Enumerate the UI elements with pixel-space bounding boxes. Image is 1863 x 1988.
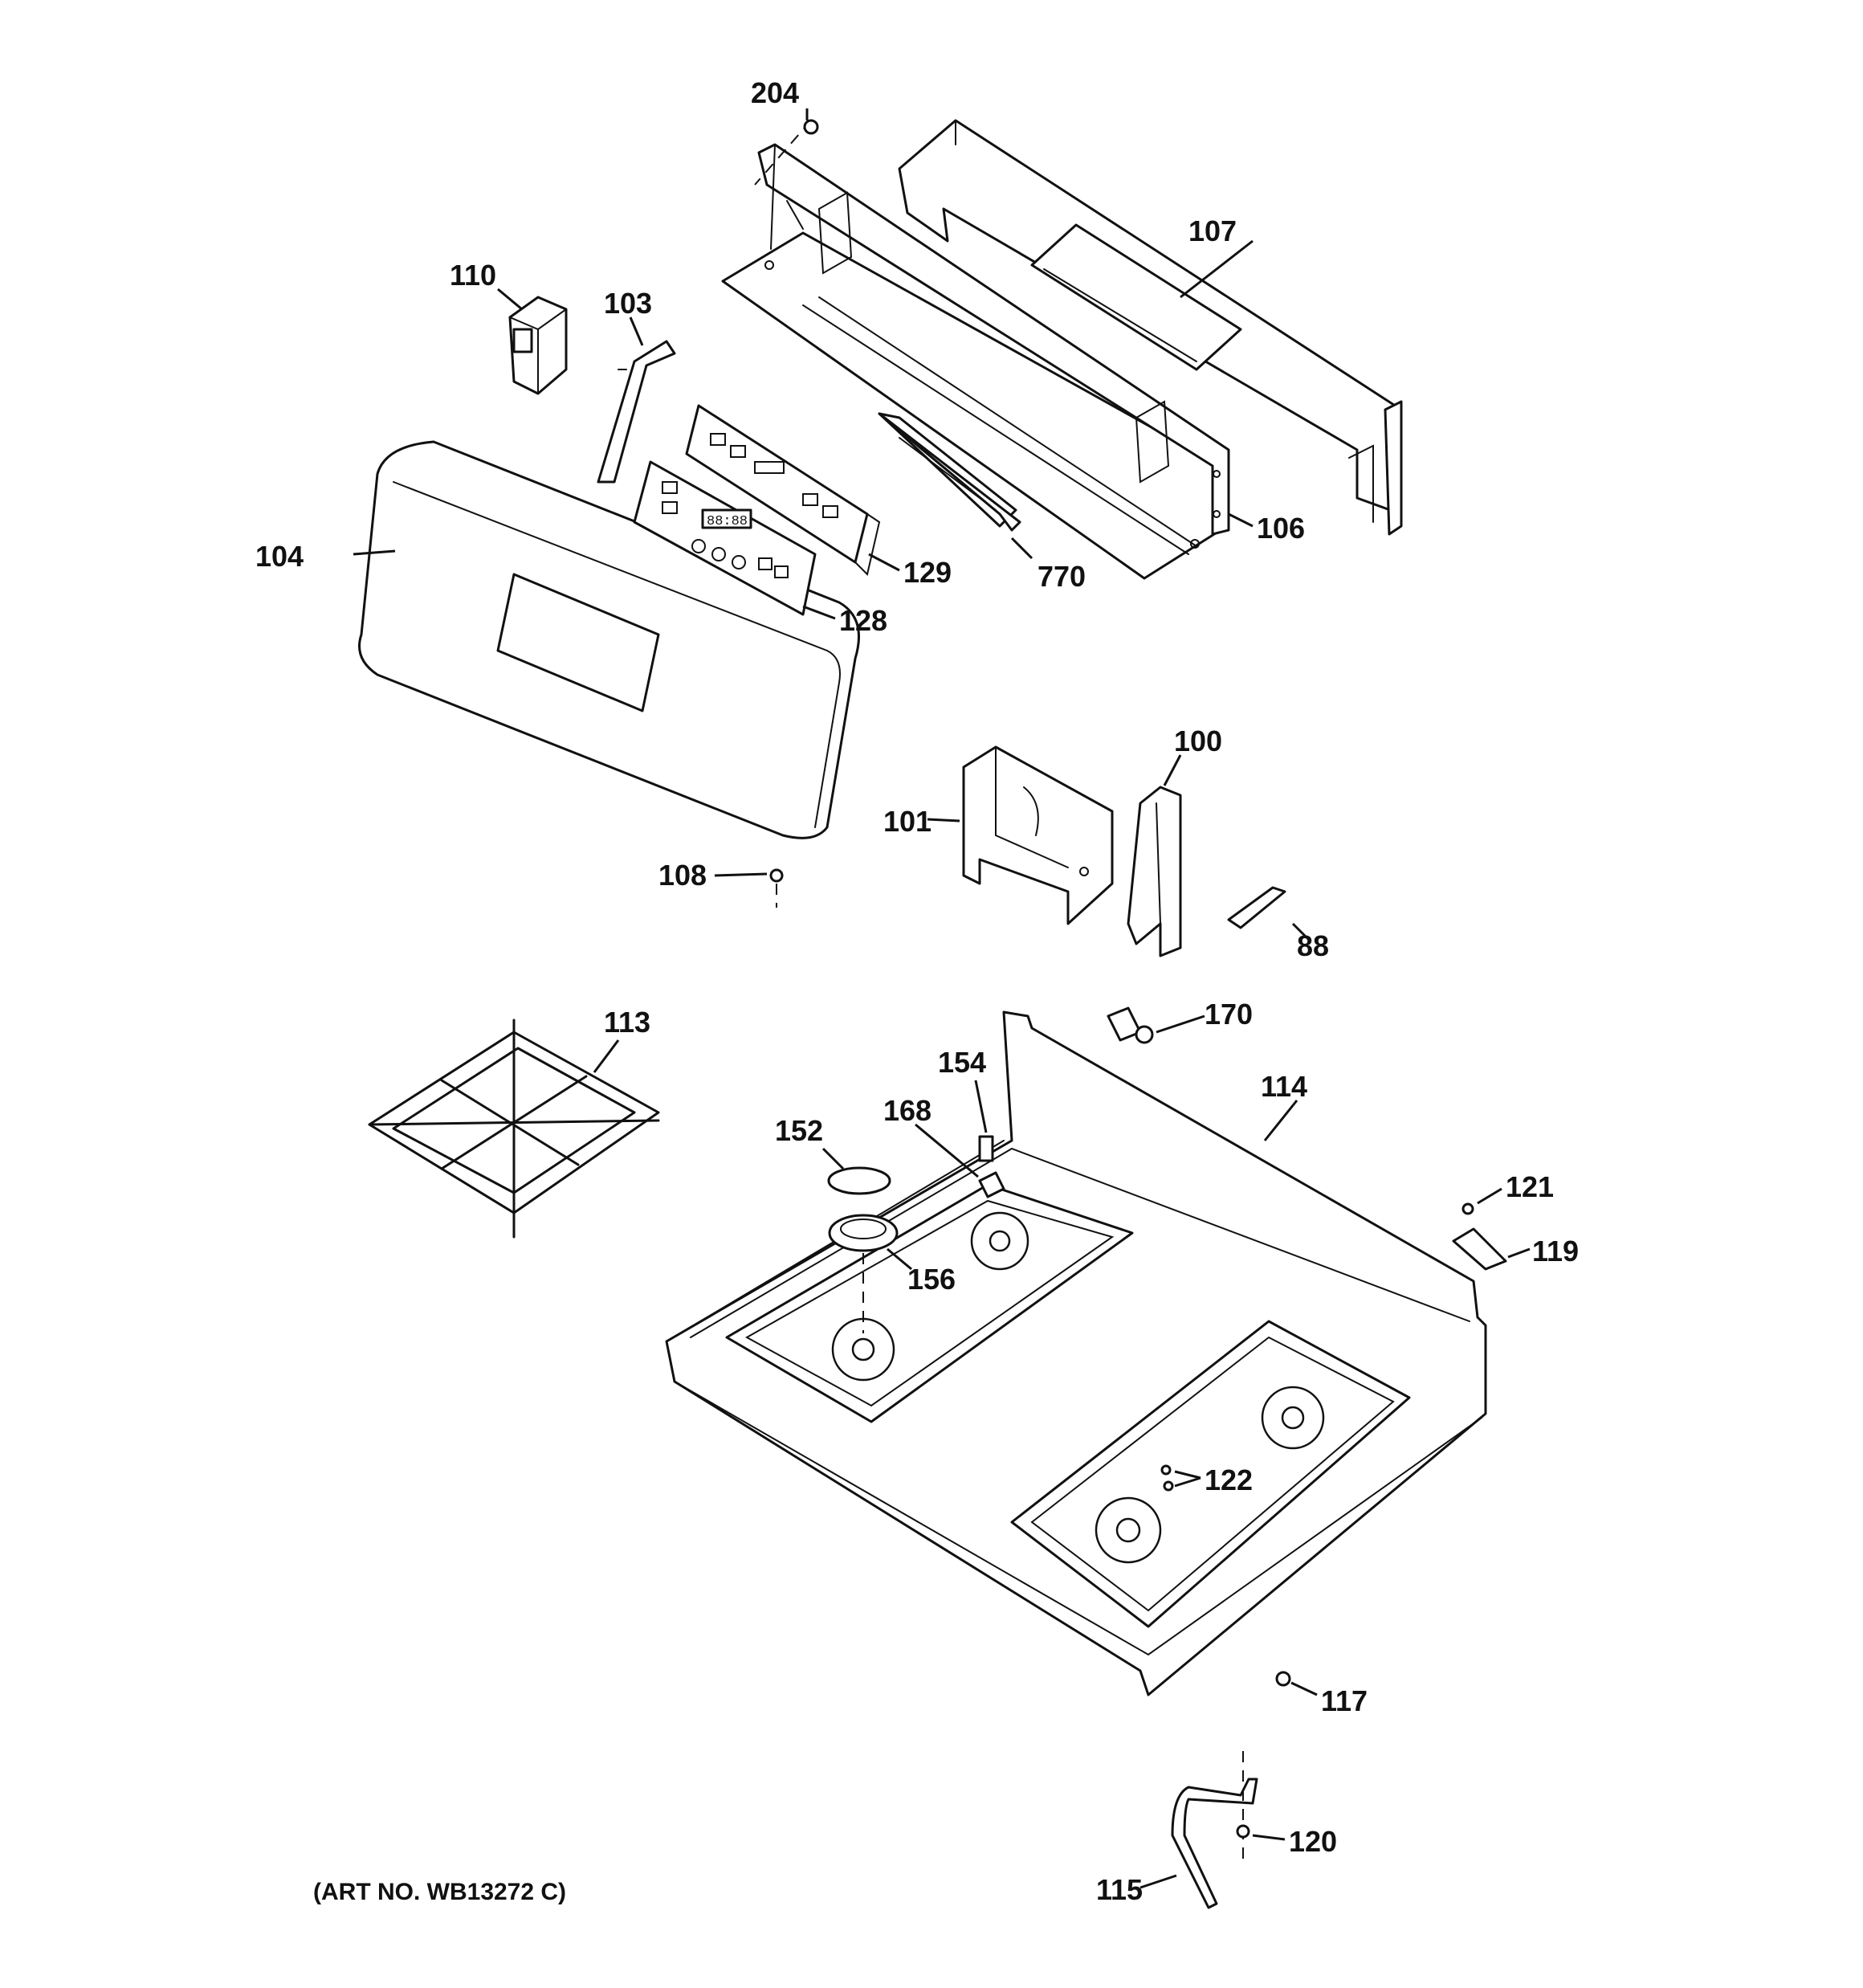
callout-128: 128 [839,604,887,637]
callout-108: 108 [658,859,707,892]
screw-120 [1236,1751,1250,1863]
orifice-154 [978,1135,994,1162]
callout-204: 204 [751,76,799,109]
screw-121 [1461,1202,1474,1215]
art-number-label: (ART NO. WB13272 C) [313,1879,566,1905]
callout-labels: 204 107 110 103 104 129 770 106 128 100 … [255,76,1579,1906]
spreader-168 [978,1171,1005,1198]
burner-head-156 [828,1214,899,1333]
screw-204 [754,119,819,186]
callout-122: 122 [1205,1463,1253,1496]
callout-120: 120 [1289,1825,1337,1858]
callout-101: 101 [883,805,932,838]
callout-104: 104 [255,540,304,573]
bracket-119 [1452,1227,1507,1271]
callout-168: 168 [883,1094,932,1127]
grate-113 [368,1018,660,1239]
control-board-129 [685,404,881,576]
burner-cap-152 [827,1166,891,1195]
touch-overlay-128: 88:88 [633,460,817,616]
callout-107: 107 [1188,214,1237,247]
transformer-110 [508,296,568,395]
callout-770: 770 [1037,560,1086,593]
cover-770 [878,412,1021,532]
callout-110: 110 [450,259,496,292]
callout-117: 117 [1321,1684,1368,1717]
nut-117 [1275,1671,1291,1687]
digital-display [701,508,752,529]
screw-170 [1107,1006,1154,1044]
bracket-100 [1127,786,1182,957]
callout-152: 152 [775,1114,823,1147]
clip-88 [1227,886,1286,929]
callout-119: 119 [1532,1235,1579,1268]
callout-121: 121 [1506,1170,1554,1203]
callout-103: 103 [604,287,652,320]
callout-129: 129 [903,556,952,589]
cooktop-114 [665,1010,1487,1696]
screw-108 [769,868,784,908]
bracket-103 [597,340,676,484]
callout-156: 156 [907,1263,956,1296]
control-panel-trim-104 [358,440,860,839]
callout-154: 154 [938,1046,986,1079]
mount-bracket-106 [721,143,1230,580]
callout-170: 170 [1205,998,1253,1031]
display-digits: 88:88 [707,514,748,529]
callout-106: 106 [1257,512,1305,545]
callout-113: 113 [604,1006,650,1039]
bracket-101 [962,745,1114,925]
rear-panel-107 [898,119,1403,536]
callout-114: 114 [1261,1070,1307,1103]
leader-lines [353,108,1531,1889]
screws-122 [1160,1464,1174,1492]
callout-115: 115 [1096,1873,1143,1906]
callout-100: 100 [1174,725,1222,757]
support-rod-115 [1171,1778,1258,1909]
callout-88: 88 [1297,929,1329,962]
